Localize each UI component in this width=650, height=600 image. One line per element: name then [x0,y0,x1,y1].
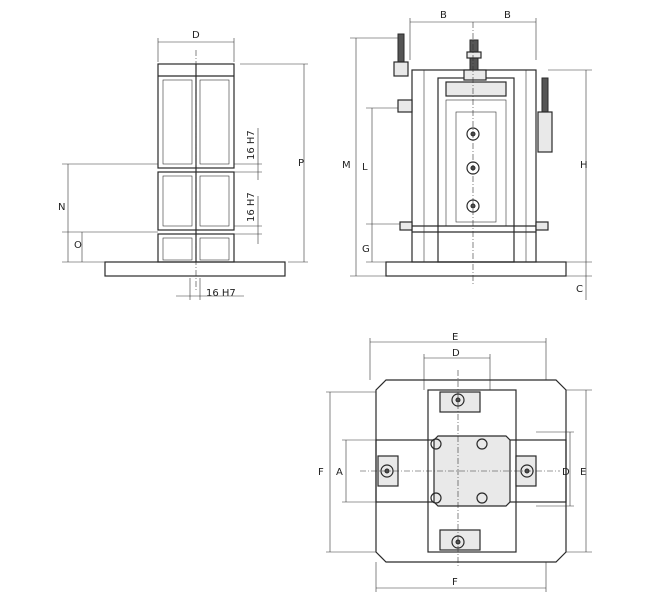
plan-dim-d-right: D [562,467,570,478]
front-dim-l: L [362,162,368,173]
front-dim-m: M [342,160,351,171]
plan-view: E D F A D E F [318,332,592,592]
plan-dim-f-left: F [318,467,324,478]
front-dim-c: C [576,284,583,295]
plan-dim-f-bottom: F [452,577,458,588]
plan-dim-e-top: E [452,332,458,343]
side-view: D P N O 16 H7 16 H7 16 H7 [58,30,308,300]
side-base-plate [104,261,286,277]
right-screw [541,77,549,115]
front-dim-g: G [362,244,370,255]
plan-dim-d-top: D [452,348,460,359]
side-slot-lower-label: 16 H7 [246,192,257,222]
front-column [437,77,515,263]
front-dim-b-right: B [504,10,511,21]
plan-dim-e-right: E [580,467,586,478]
side-slot-upper-label: 16 H7 [246,130,257,160]
front-dim-b-left: B [440,10,447,21]
front-base-plate [385,261,567,277]
side-dim-d: D [192,30,200,41]
side-slot-bottom-label: 16 H7 [206,288,236,299]
front-view: B B M L G H C [342,10,592,300]
side-dim-n: N [58,202,65,213]
plan-dim-a: A [336,467,343,478]
front-dim-h: H [580,160,588,171]
side-dim-p: P [298,158,304,169]
side-dim-o: O [74,240,82,251]
